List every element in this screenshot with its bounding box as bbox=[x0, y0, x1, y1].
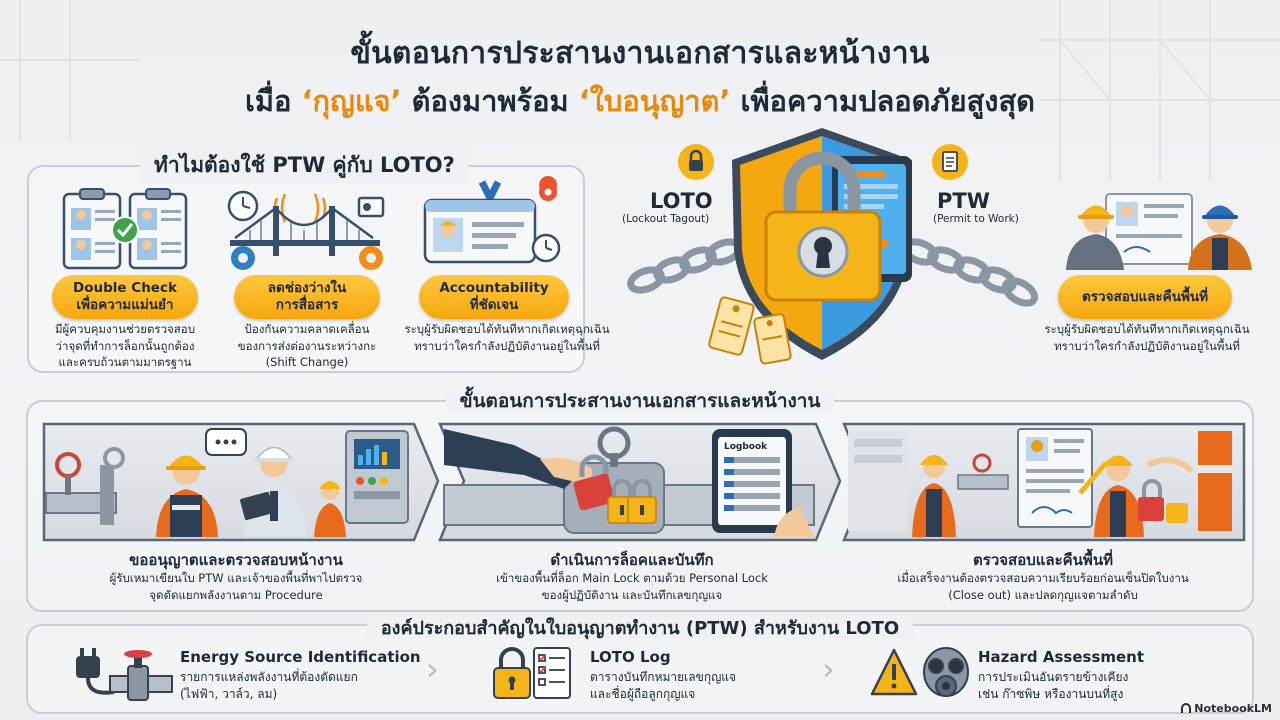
sub-title-post: เพื่อความปลอดภัยสูงสุด bbox=[730, 84, 1035, 118]
workers-illustration bbox=[1066, 193, 1252, 270]
loto-sub-label: (Lockout Tagout) bbox=[622, 213, 710, 225]
ptw-label: PTW bbox=[937, 189, 990, 213]
step2-desc: เข้าของพื้นที่ล็อก Main Lock ตามด้วย Per… bbox=[496, 571, 768, 602]
components-title-text: องค์ประกอบสำคัญในใบอนุญาตทำงาน (PTW) สำห… bbox=[366, 618, 914, 639]
component-energy-desc: รายการแหล่งพลังงานที่ต้องตัดแยก(ไฟฟ้า, ว… bbox=[180, 670, 358, 702]
sub-title-permit: ‘ใบอนุญาต’ bbox=[578, 84, 731, 118]
component-separator-2: › bbox=[822, 650, 835, 688]
brand-text: NotebookLM bbox=[1194, 702, 1272, 715]
step1-title: ขออนุญาตและตรวจสอบหน้างาน bbox=[129, 551, 343, 569]
component-separator-1: › bbox=[426, 650, 439, 688]
sub-title-key: ‘กุญแจ’ bbox=[301, 84, 402, 118]
sub-title: เมื่อ ‘กุญแจ’ ต้องมาพร้อม ‘ใบอนุญาต’ เพื… bbox=[0, 78, 1280, 124]
step3-illustration bbox=[848, 428, 1232, 537]
loto-label: LOTO bbox=[650, 189, 713, 213]
id-badge-icon bbox=[423, 176, 561, 264]
why-desc-double-check: มีผู้ควบคุมงานช่วยตรวจสอบว่าจุดที่ทำการล… bbox=[54, 322, 196, 370]
sub-title-pre: เมื่อ bbox=[244, 84, 302, 118]
padlock-list-icon bbox=[493, 647, 571, 699]
right-desc: ระบุผู้รับผิดชอบได้ทันทีหากเกิดเหตุฉุกเฉ… bbox=[1044, 322, 1250, 353]
step3-title: ตรวจสอบและคืนพื้นที่ bbox=[973, 551, 1113, 569]
sub-title-mid: ต้องมาพร้อม bbox=[401, 84, 579, 118]
process-title-text: ขั้นตอนการประสานงานเอกสารและหน้างาน bbox=[445, 390, 835, 412]
why-section-title: ทำไมต้องใช้ PTW คู่กับ LOTO? bbox=[140, 147, 469, 184]
component-loto-log-name: LOTO Log bbox=[590, 648, 671, 666]
logbook-label: Logbook bbox=[724, 442, 768, 452]
why-desc-communication: ป้องกันความคลาดเคลื่อนของการส่งต่องานระห… bbox=[237, 322, 377, 370]
process-title: ขั้นตอนการประสานงานเอกสารและหน้างาน bbox=[0, 386, 1280, 416]
right-pill-return-area: ตรวจสอบและคืนพื้นที่ bbox=[1058, 275, 1232, 319]
component-hazard-desc: การประเมินอันตรายข้างเคียงเช่น ก๊าซพิษ ห… bbox=[978, 670, 1129, 702]
bridge-gear-icon bbox=[227, 190, 385, 270]
step1-illustration bbox=[45, 428, 409, 537]
brand-watermark: NotebookLM bbox=[1181, 702, 1272, 715]
why-desc-accountability: ระบุผู้รับผิดชอบได้ทันทีหากเกิดเหตุฉุกเฉ… bbox=[404, 322, 610, 353]
components-title: องค์ประกอบสำคัญในใบอนุญาตทำงาน (PTW) สำห… bbox=[0, 613, 1280, 642]
warning-gasmask-icon bbox=[870, 647, 969, 697]
step2-title: ดำเนินการล็อคและบันทึก bbox=[550, 551, 714, 569]
clipboard-check-icon bbox=[62, 188, 188, 270]
step1-desc: ผู้รับเหมาเขียนใบ PTW และเจ้าของพื้นที่พ… bbox=[109, 571, 363, 602]
component-hazard-name: Hazard Assessment bbox=[978, 648, 1145, 666]
main-title: ขั้นตอนการประสานงานเอกสารและหน้างาน bbox=[350, 36, 930, 71]
component-loto-log-desc: ตารางบันทึกหมายเลขกุญแจและชื่อผู้ถือลูกก… bbox=[590, 670, 737, 702]
plug-valve-icon bbox=[76, 648, 173, 701]
step3-desc: เมื่อเสร็จงานต้องตรวจสอบความเรียบร้อยก่อ… bbox=[897, 571, 1189, 602]
brand-icon bbox=[1181, 703, 1192, 713]
shield-lock-illustration bbox=[627, 128, 1039, 365]
step2-illustration: Logbook bbox=[443, 426, 815, 537]
why-pill-communication: ลดช่องว่างในการสื่อสาร bbox=[234, 275, 380, 319]
ptw-sub-label: (Permit to Work) bbox=[933, 213, 1019, 225]
component-energy-name: Energy Source Identification bbox=[180, 648, 421, 666]
